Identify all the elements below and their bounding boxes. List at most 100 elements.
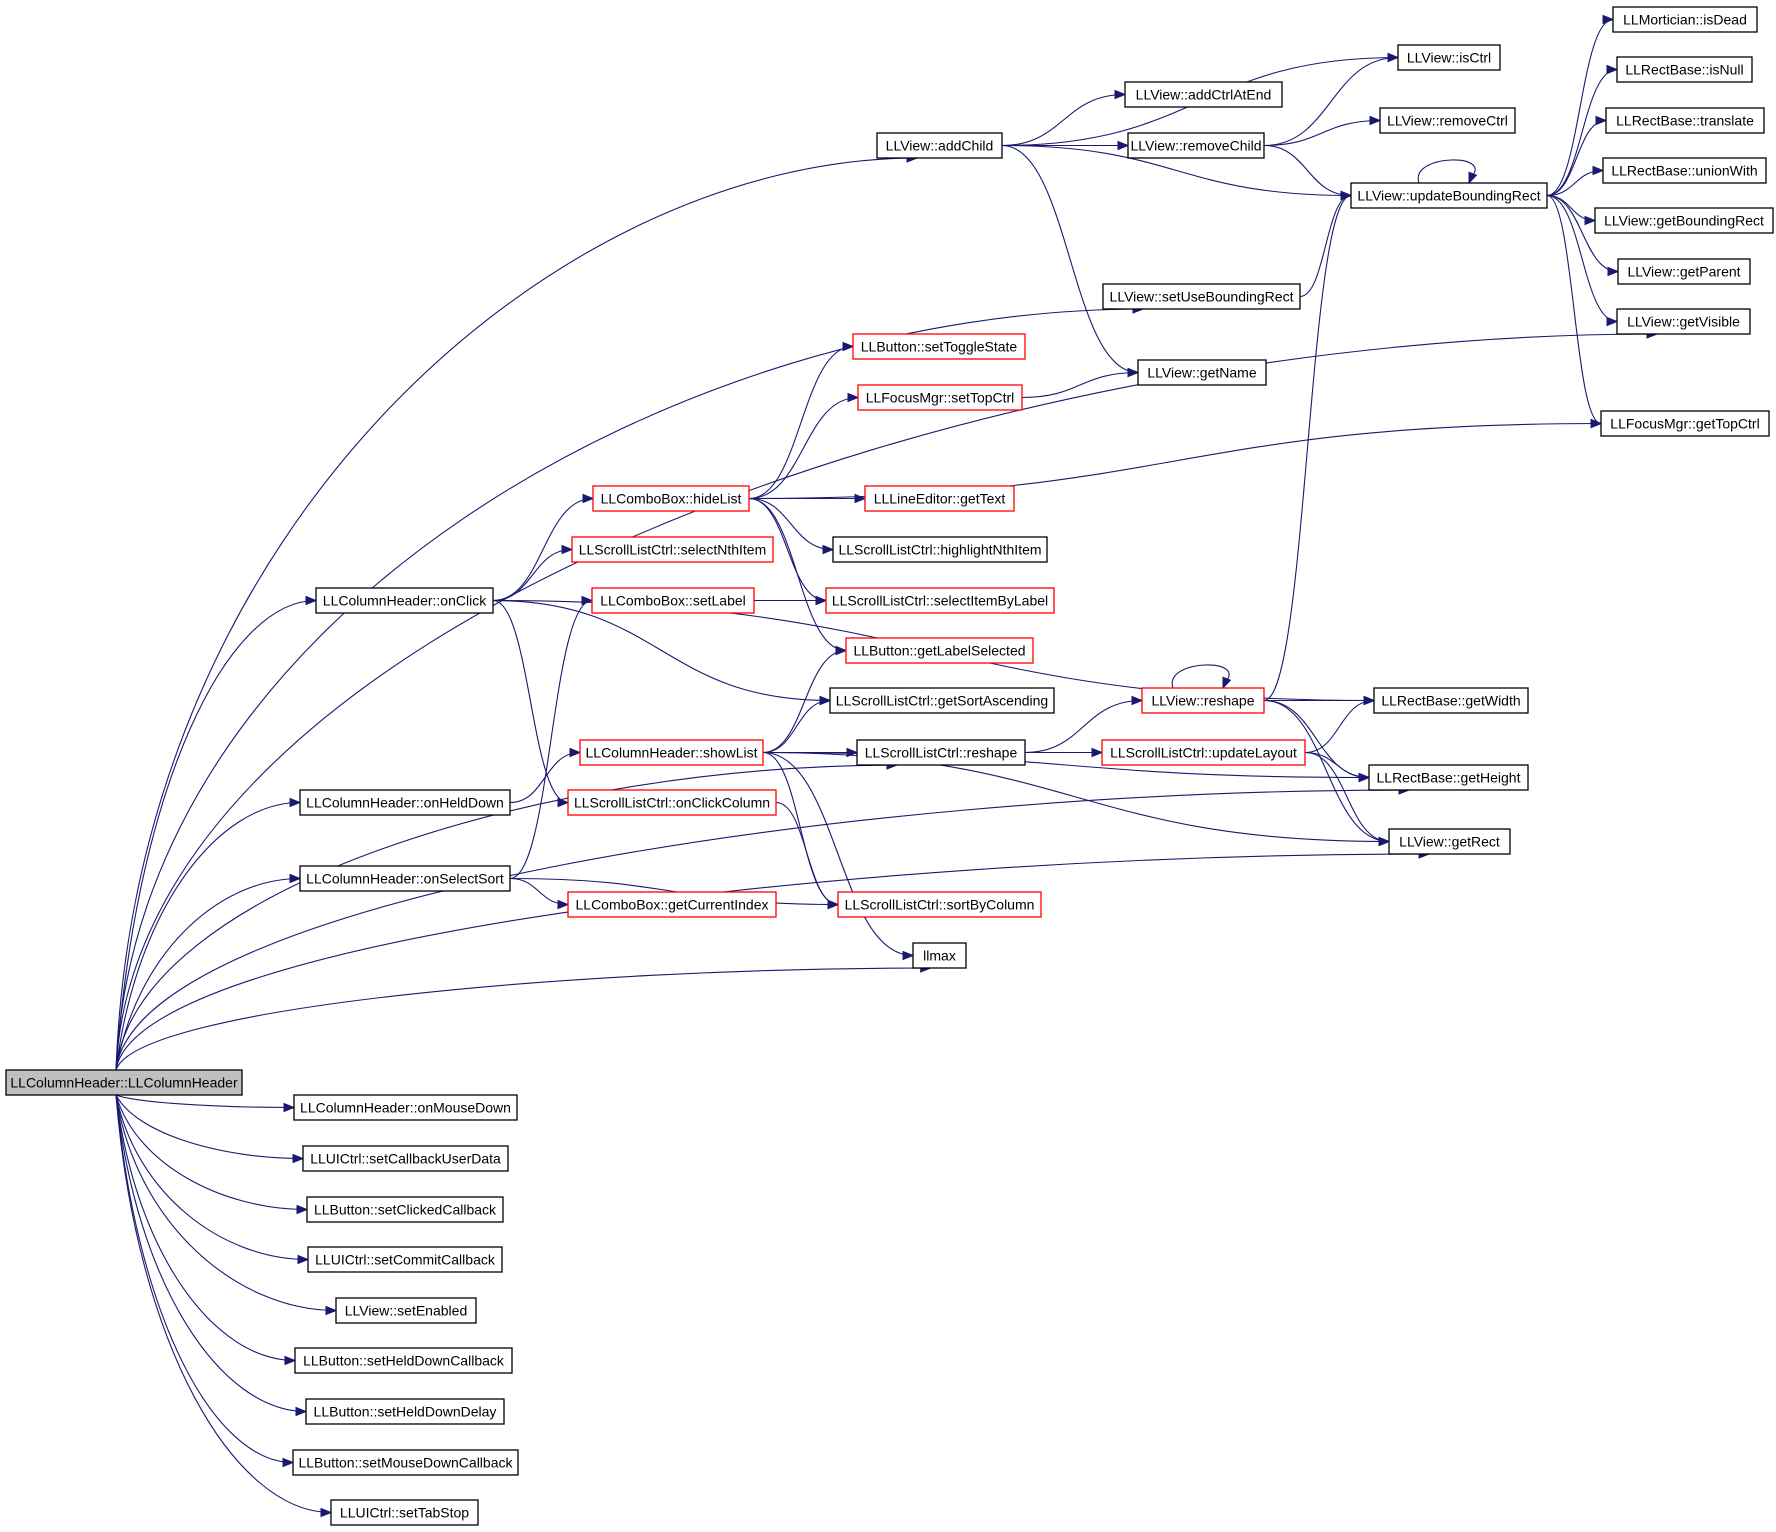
edge-root-to-addChild xyxy=(115,157,918,1071)
node-getCurrentIndex[interactable]: LLComboBox::getCurrentIndex xyxy=(567,891,777,918)
node-getRect[interactable]: LLView::getRect xyxy=(1388,828,1511,855)
node-box xyxy=(1373,687,1529,714)
node-sortByColumn[interactable]: LLScrollListCtrl::sortByColumn xyxy=(837,891,1042,918)
node-box xyxy=(571,536,774,563)
node-box xyxy=(1368,764,1529,791)
node-isNull[interactable]: LLRectBase::isNull xyxy=(1616,56,1753,83)
edge-reshape-to-getRect xyxy=(1263,699,1390,843)
edge-root-to-onMouseDown xyxy=(115,1094,295,1109)
edge-updateBoundingRect-to-getParent xyxy=(1546,194,1619,273)
node-setCommitCallback[interactable]: LLUICtrl::setCommitCallback xyxy=(307,1246,503,1273)
node-box xyxy=(1612,6,1758,33)
node-updateBoundingRect[interactable]: LLView::updateBoundingRect xyxy=(1350,182,1548,209)
node-box xyxy=(1600,410,1770,437)
edge-addChild-to-removeChild-arrowhead xyxy=(1117,140,1130,151)
edge-hideList-to-highlightNthItem xyxy=(748,497,834,551)
node-getHeight[interactable]: LLRectBase::getHeight xyxy=(1368,764,1529,791)
node-setLabel[interactable]: LLComboBox::setLabel xyxy=(591,587,755,614)
node-onMouseDown[interactable]: LLColumnHeader::onMouseDown xyxy=(293,1094,518,1121)
node-setTabStop[interactable]: LLUICtrl::setTabStop xyxy=(330,1499,479,1526)
node-setToggleState[interactable]: LLButton::setToggleState xyxy=(852,333,1026,360)
node-getSortAscending[interactable]: LLScrollListCtrl::getSortAscending xyxy=(829,687,1055,714)
node-getName[interactable]: LLView::getName xyxy=(1137,359,1267,386)
node-label: LLScrollListCtrl::selectNthItem xyxy=(579,542,767,558)
edge-hideList-to-getText-arrowhead xyxy=(854,493,867,504)
node-isDead[interactable]: LLMortician::isDead xyxy=(1612,6,1758,33)
edge-root-to-onHeldDown-arrowhead xyxy=(289,797,302,808)
node-box xyxy=(845,637,1034,664)
node-slcReshape[interactable]: LLScrollListCtrl::reshape xyxy=(856,739,1026,766)
node-box xyxy=(1397,44,1501,71)
node-fmSetTopCtrl[interactable]: LLFocusMgr::setTopCtrl xyxy=(857,384,1023,411)
node-onClick[interactable]: LLColumnHeader::onClick xyxy=(315,587,494,614)
node-label: LLRectBase::getWidth xyxy=(1381,693,1520,709)
node-setHeldDownDelay[interactable]: LLButton::setHeldDownDelay xyxy=(305,1398,505,1425)
node-label: LLButton::setMouseDownCallback xyxy=(298,1455,513,1471)
edge-root-to-slcReshape xyxy=(115,764,898,1071)
edge-onClickColumn-to-sortByColumn xyxy=(775,801,839,906)
edge-removeChild-to-updateBoundingRect xyxy=(1263,144,1352,197)
node-box xyxy=(591,587,755,614)
node-removeCtrl[interactable]: LLView::removeCtrl xyxy=(1379,107,1516,134)
node-getVisible[interactable]: LLView::getVisible xyxy=(1616,308,1751,335)
node-label: LLScrollListCtrl::reshape xyxy=(865,745,1018,761)
node-getWidth[interactable]: LLRectBase::getWidth xyxy=(1373,687,1529,714)
node-box xyxy=(857,384,1023,411)
node-onClickColumn[interactable]: LLScrollListCtrl::onClickColumn xyxy=(567,789,777,816)
node-translate[interactable]: LLRectBase::translate xyxy=(1605,107,1765,134)
node-llmax[interactable]: llmax xyxy=(912,942,967,969)
node-setClickedCallback[interactable]: LLButton::setClickedCallback xyxy=(306,1196,504,1223)
edge-root-to-onSelectSort xyxy=(115,877,301,1071)
node-showList[interactable]: LLColumnHeader::showList xyxy=(579,739,764,766)
node-label: LLView::setUseBoundingRect xyxy=(1110,289,1294,305)
node-selectItemByLabel[interactable]: LLScrollListCtrl::selectItemByLabel xyxy=(825,587,1055,614)
node-getText[interactable]: LLLineEditor::getText xyxy=(864,485,1015,512)
node-box xyxy=(1594,207,1774,234)
node-onSelectSort[interactable]: LLColumnHeader::onSelectSort xyxy=(299,865,511,892)
node-box xyxy=(305,1398,505,1425)
node-box xyxy=(592,485,750,512)
node-removeChild[interactable]: LLView::removeChild xyxy=(1127,132,1265,159)
node-box xyxy=(292,1449,519,1476)
node-isCtrl[interactable]: LLView::isCtrl xyxy=(1397,44,1501,71)
node-highlightNthItem[interactable]: LLScrollListCtrl::highlightNthItem xyxy=(832,536,1048,563)
edge-showList-to-getLabelSelected xyxy=(762,649,847,754)
node-selectNthItem[interactable]: LLScrollListCtrl::selectNthItem xyxy=(571,536,774,563)
edge-root-to-setHeldDownDelay-arrowhead xyxy=(295,1406,308,1417)
node-root[interactable]: LLColumnHeader::LLColumnHeader xyxy=(5,1069,243,1096)
node-box xyxy=(315,587,494,614)
edge-updateBoundingRect-to-isDead xyxy=(1546,18,1614,197)
edge-removeChild-to-removeCtrl xyxy=(1263,119,1381,147)
node-label: LLRectBase::translate xyxy=(1616,113,1754,129)
node-fmGetTopCtrl[interactable]: LLFocusMgr::getTopCtrl xyxy=(1600,410,1770,437)
node-getBoundingRect[interactable]: LLView::getBoundingRect xyxy=(1594,207,1774,234)
node-setMouseDownCallback[interactable]: LLButton::setMouseDownCallback xyxy=(292,1449,519,1476)
node-onHeldDown[interactable]: LLColumnHeader::onHeldDown xyxy=(299,789,511,816)
node-setCallbackUserData[interactable]: LLUICtrl::setCallbackUserData xyxy=(302,1145,509,1172)
edge-updateBoundingRect-to-isDead-arrowhead xyxy=(1602,14,1615,25)
edge-setUseBoundingRect-to-updateBoundingRect xyxy=(1299,194,1352,298)
node-getParent[interactable]: LLView::getParent xyxy=(1617,258,1751,285)
node-box xyxy=(829,687,1055,714)
node-setHeldDownCallback[interactable]: LLButton::setHeldDownCallback xyxy=(294,1347,513,1374)
node-reshape[interactable]: LLView::reshape xyxy=(1141,687,1265,714)
node-hideList[interactable]: LLComboBox::hideList xyxy=(592,485,750,512)
node-box xyxy=(299,789,511,816)
node-label: LLRectBase::isNull xyxy=(1625,62,1743,78)
node-box xyxy=(335,1297,477,1324)
node-box xyxy=(1602,157,1767,184)
node-label: LLColumnHeader::onClick xyxy=(323,593,487,609)
node-addCtrlAtEnd[interactable]: LLView::addCtrlAtEnd xyxy=(1124,81,1283,108)
node-updateLayout[interactable]: LLScrollListCtrl::updateLayout xyxy=(1101,739,1306,766)
node-addChild[interactable]: LLView::addChild xyxy=(876,132,1003,159)
edge-hideList-to-fmSetTopCtrl xyxy=(748,396,859,500)
node-unionWith[interactable]: LLRectBase::unionWith xyxy=(1602,157,1767,184)
node-label: LLView::addChild xyxy=(886,138,994,154)
edge-updateLayout-to-getRect xyxy=(1304,751,1390,843)
node-getLabelSelected[interactable]: LLButton::getLabelSelected xyxy=(845,637,1034,664)
edge-root-to-onSelectSort-arrowhead xyxy=(289,873,302,884)
edge-updateBoundingRect-to-unionWith-arrowhead xyxy=(1592,165,1605,176)
node-setUseBoundingRect[interactable]: LLView::setUseBoundingRect xyxy=(1102,283,1301,310)
node-setEnabled[interactable]: LLView::setEnabled xyxy=(335,1297,477,1324)
edge-hideList-to-highlightNthItem-arrowhead xyxy=(822,544,835,555)
